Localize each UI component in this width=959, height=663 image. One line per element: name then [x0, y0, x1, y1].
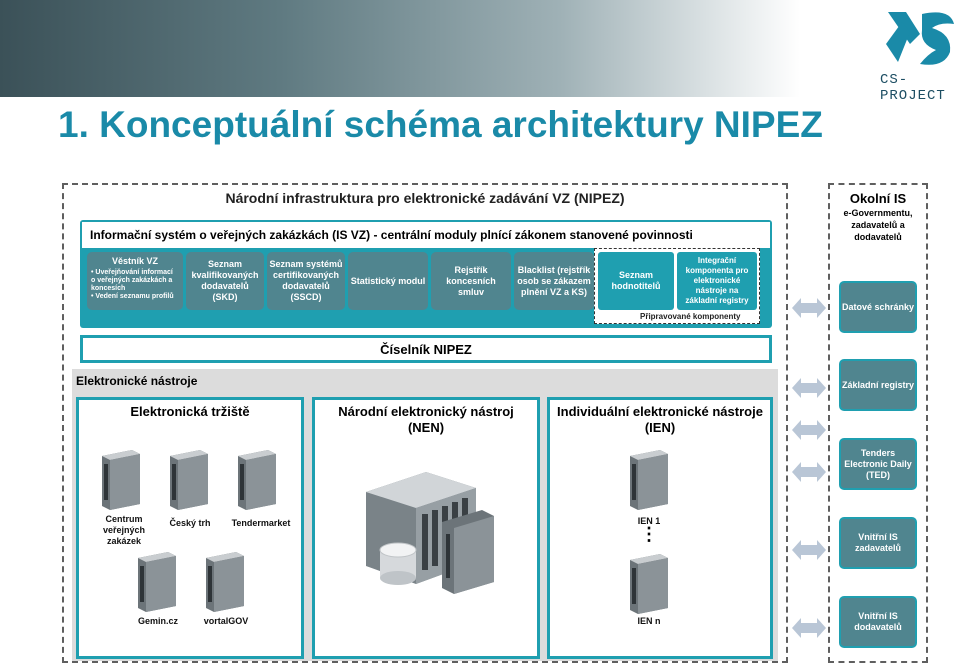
double-arrow-icon — [792, 462, 826, 482]
page-title: 1. Konceptuální schéma architektury NIPE… — [58, 104, 823, 145]
dodavatele-is-box: Vnitřní IS dodavatelů — [839, 596, 917, 648]
ien-subtitle: (IEN) — [644, 420, 676, 435]
isvz-title: Informační systém o veřejných zakázkách … — [82, 222, 770, 248]
datove-schranky-box: Datové schránky — [839, 281, 917, 333]
double-arrow-icon — [792, 618, 826, 638]
server-label: Tendermarket — [231, 518, 291, 528]
ien-box — [547, 397, 773, 659]
server-icon — [138, 552, 176, 612]
double-arrow-icon — [792, 540, 826, 560]
server-label: IEN n — [637, 616, 661, 626]
zakladni-registry-box: Základní registry — [839, 359, 917, 411]
ien-title: Individuální elektronické nástroje — [557, 404, 763, 419]
okolni-title: Okolní IS — [849, 191, 907, 206]
vestnik-title: Věstník VZ — [111, 256, 158, 266]
server-icon — [630, 450, 668, 510]
double-arrow-icon — [792, 298, 826, 318]
tools-header: Elektronické nástroje — [76, 374, 198, 388]
blacklist-module: Blacklist (rejstřík osob se zákazem plně… — [514, 252, 594, 310]
evaluators-module: Seznam hodnotitelů — [598, 252, 674, 310]
server-label: Gemin.cz — [137, 616, 178, 626]
vestnik-item: • Uveřejňování informací o veřejných zak… — [91, 269, 173, 292]
server-icon — [630, 554, 668, 614]
server-label: vortalGOV — [203, 616, 249, 626]
marketplaces-box — [76, 397, 304, 659]
okolni-frame — [828, 183, 928, 663]
logo-text: CS-PROJECT — [880, 72, 946, 104]
server-label: Český trh — [169, 518, 211, 528]
ciselnik-strip: Číselník NIPEZ — [80, 335, 772, 363]
integration-module: Integrační komponenta pro elektronické n… — [677, 252, 757, 310]
ted-box: Tenders Electronic Daily (TED) — [839, 438, 917, 490]
nipez-frame — [62, 183, 788, 663]
nen-title: Národní elektronický nástroj — [338, 404, 514, 419]
vestnik-module: Věstník VZ • Uveřejňování informací o ve… — [87, 252, 183, 310]
sscd-module: Seznam systémů certifikovaných dodavatel… — [267, 252, 345, 310]
double-arrow-icon — [792, 420, 826, 440]
server-label: Centrum veřejných zakázek — [102, 514, 146, 546]
server-label: IEN 1 — [637, 516, 661, 526]
marketplaces-title: Elektronická tržiště — [130, 404, 250, 419]
prepared-label: Připravované komponenty — [640, 312, 741, 321]
header-band — [0, 0, 800, 97]
cs-project-logo-icon — [886, 12, 954, 65]
vestnik-item: • Vedení seznamu profilů — [91, 293, 174, 300]
nipez-header: Národní infrastruktura pro elektronické … — [225, 190, 625, 206]
zadavatele-is-box: Vnitřní IS zadavatelů — [839, 517, 917, 569]
skd-module: Seznam kvalifikovaných dodavatelů (SKD) — [186, 252, 264, 310]
okolni-subtitle: e-Governmentu, zadavatelů a dodavatelů — [843, 208, 913, 242]
datacenter-icon — [366, 472, 494, 594]
server-icon — [206, 552, 244, 612]
ellipsis: ⋮ — [640, 524, 658, 544]
server-icon — [102, 450, 140, 510]
nen-subtitle: (NEN) — [407, 420, 445, 435]
statistics-module: Statistický modul — [348, 252, 428, 310]
server-icon — [238, 450, 276, 510]
concession-register-module: Rejstřík koncesních smluv — [431, 252, 511, 310]
ciselnik-label: Číselník NIPEZ — [380, 341, 472, 357]
double-arrow-icon — [792, 378, 826, 398]
server-icon — [170, 450, 208, 510]
